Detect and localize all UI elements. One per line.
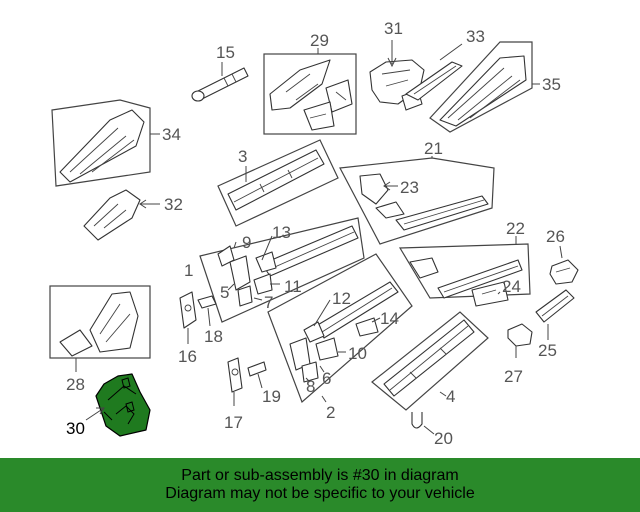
parts-diagram: 15 29 31 33 35 34 <box>49 19 579 448</box>
callout-24: 24 <box>502 277 521 296</box>
callout-19: 19 <box>262 387 281 406</box>
part-4-box <box>371 311 489 411</box>
callout-11: 11 <box>284 277 302 296</box>
part-22-box <box>398 236 531 307</box>
callout-34: 34 <box>162 125 181 144</box>
callout-18: 18 <box>204 327 223 346</box>
callout-25: 25 <box>538 341 557 360</box>
callout-33: 33 <box>466 27 485 46</box>
part-21-box <box>339 156 495 245</box>
part-34-box <box>51 99 160 187</box>
part-32-panel <box>83 189 160 241</box>
callout-4: 4 <box>446 387 455 406</box>
callout-30: 30 <box>66 419 85 438</box>
part-1-box <box>199 217 365 323</box>
part-25-bar <box>535 289 575 340</box>
callout-6: 6 <box>322 369 331 388</box>
part-15-rod <box>191 62 249 102</box>
callout-9: 9 <box>242 233 251 252</box>
callout-26: 26 <box>546 227 565 246</box>
part-33-rail <box>405 43 463 101</box>
callout-27: 27 <box>504 367 523 386</box>
part-17-plate <box>227 357 243 406</box>
callout-13: 13 <box>272 223 291 242</box>
part-19-block <box>247 361 267 389</box>
part-2-box <box>267 253 413 404</box>
callout-10: 10 <box>348 344 367 363</box>
callout-32: 32 <box>164 195 183 214</box>
callout-29: 29 <box>310 31 329 50</box>
part-26-clip <box>549 245 579 285</box>
part-35-box <box>429 41 540 133</box>
callout-20: 20 <box>434 429 453 448</box>
part-30-highlighted <box>85 373 151 437</box>
part-29-box <box>263 48 357 135</box>
callout-14: 14 <box>380 309 399 328</box>
info-banner: Part or sub-assembly is #30 in diagram D… <box>0 458 640 512</box>
callout-7: 7 <box>264 293 273 312</box>
callout-3: 3 <box>238 147 247 166</box>
callout-12: 12 <box>332 289 351 308</box>
part-3-box <box>217 139 339 227</box>
part-28-box <box>49 285 151 372</box>
banner-line-2: Diagram may not be specific to your vehi… <box>165 485 475 502</box>
callout-8: 8 <box>306 377 315 396</box>
callout-15: 15 <box>216 43 235 62</box>
callout-1: 1 <box>184 261 193 280</box>
callout-17: 17 <box>224 413 243 432</box>
part-18-block <box>197 295 217 327</box>
part-20-hook <box>411 412 435 435</box>
part-27-block <box>507 323 533 358</box>
callout-21: 21 <box>424 139 443 158</box>
part-16-plate <box>179 291 197 344</box>
callout-5: 5 <box>220 283 229 302</box>
callout-2: 2 <box>326 403 335 422</box>
banner-line-1: Part or sub-assembly is #30 in diagram <box>181 467 459 484</box>
callout-22: 22 <box>506 219 525 238</box>
callout-16: 16 <box>178 347 197 366</box>
callout-23: 23 <box>400 178 419 197</box>
callout-35: 35 <box>542 75 561 94</box>
callout-31: 31 <box>384 19 403 38</box>
callout-28: 28 <box>66 375 85 394</box>
